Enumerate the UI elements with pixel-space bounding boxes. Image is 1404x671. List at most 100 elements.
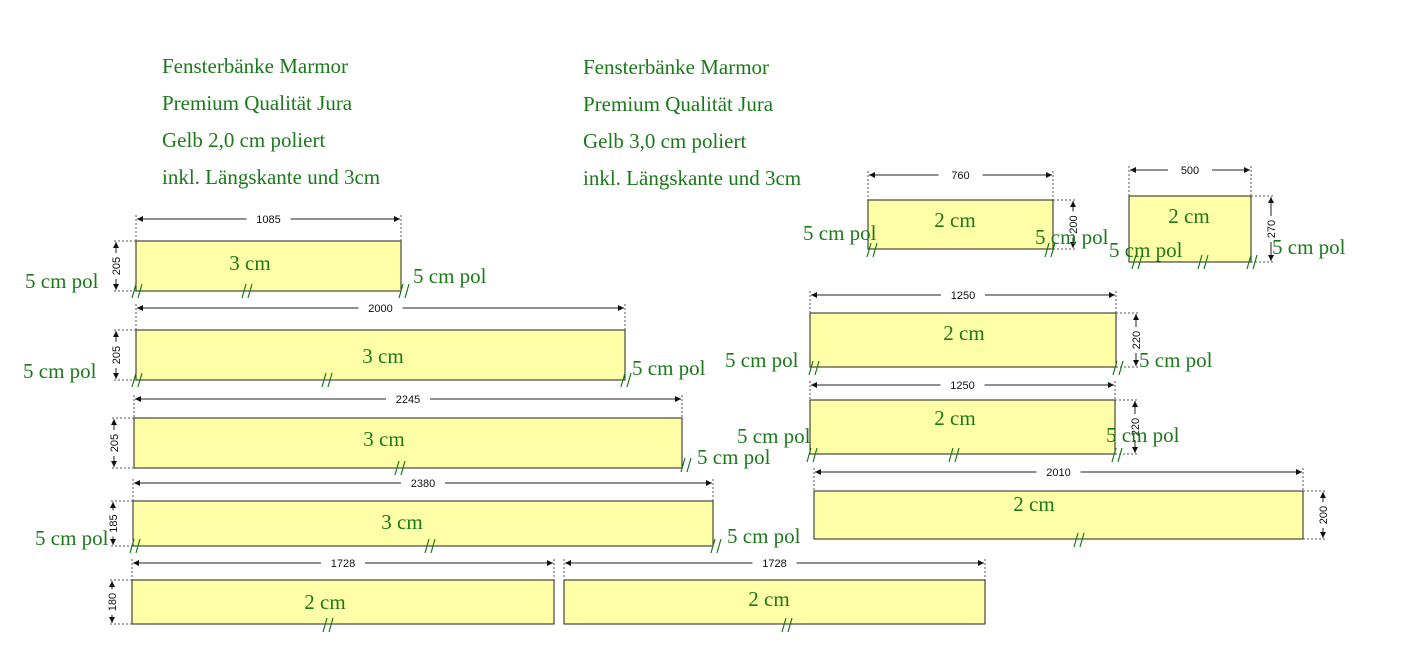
- edge-mark-p1250a-1b: [1118, 360, 1124, 376]
- right-edge-label-p2245: 5 cm pol: [697, 445, 771, 469]
- left-edge-label-p1250a: 5 cm pol: [725, 348, 799, 372]
- left-edge-label-p1250b: 5 cm pol: [737, 424, 811, 448]
- depth-label-p1250a: 220: [1131, 331, 1143, 349]
- dim-arrow-left-p1728a: [133, 560, 139, 566]
- edge-mark-p2000-2b: [626, 372, 632, 388]
- dim-arrow-left-p1728b: [565, 560, 571, 566]
- depth-label-bg-p760: [1067, 211, 1079, 238]
- depth-arrow-top-p1728a: [109, 581, 115, 587]
- edge-mark-p1085-0a: [131, 283, 137, 299]
- depth-arrow-bottom-p1728a: [109, 617, 115, 623]
- edge-mark-p1250a-0a: [808, 360, 814, 376]
- header-right-line2: Premium Qualität Jura: [583, 92, 774, 116]
- edge-mark-p2245-1a: [680, 457, 686, 473]
- edge-mark-p2380-1b: [430, 538, 436, 554]
- edge-mark-p2245-1b: [686, 457, 692, 473]
- edge-mark-p1250b-2b: [1117, 447, 1123, 463]
- depth-label-p2380: 185: [108, 514, 120, 532]
- dim-arrow-left-p1250b: [811, 382, 817, 388]
- right-edge-label-p500: 5 cm pol: [1272, 235, 1346, 259]
- right-edge-label-p2380: 5 cm pol: [727, 524, 801, 548]
- edge-mark-p2000-0b: [137, 372, 143, 388]
- edge-mark-p2380-0b: [135, 538, 141, 554]
- edge-mark-p1250b-2a: [1111, 447, 1117, 463]
- header-left-line1: Fensterbänke Marmor: [162, 54, 349, 78]
- edge-mark-p1250a-0b: [814, 360, 820, 376]
- dim-arrow-right-p1250b: [1108, 382, 1114, 388]
- header-right-line1: Fensterbänke Marmor: [583, 55, 770, 79]
- right-edge-label-p1250a: 5 cm pol: [1139, 348, 1213, 372]
- plate-p1250a: [809, 312, 1117, 368]
- thickness-label-p1085: 3 cm: [229, 251, 270, 275]
- depth-label-bg-p1085: [110, 253, 122, 279]
- thickness-label-p2010: 2 cm: [1013, 492, 1054, 516]
- edge-mark-p2000-0a: [131, 372, 137, 388]
- edge-mark-p2380-1a: [424, 538, 430, 554]
- depth-label-p500: 270: [1266, 220, 1278, 238]
- depth-label-bg-p1728a: [106, 589, 118, 615]
- edge-mark-p1085-2b: [404, 283, 410, 299]
- dim-arrow-right-p2010: [1296, 469, 1302, 475]
- depth-arrow-top-p1085: [113, 242, 119, 248]
- plate-p500: [1128, 195, 1252, 263]
- edge-mark-p1728a-0b: [328, 617, 334, 633]
- length-label-p2000: 2000: [368, 303, 392, 315]
- plate-p1728a: [131, 579, 555, 625]
- dim-arrow-left-p2000: [137, 305, 143, 311]
- dim-arrow-right-p760: [1046, 172, 1052, 178]
- edge-mark-p760-1a: [1044, 242, 1050, 258]
- depth-label-bg-p2010: [1317, 502, 1329, 528]
- header-right-line3: Gelb 3,0 cm poliert: [583, 129, 747, 153]
- dim-arrow-right-p2380: [706, 480, 712, 486]
- left-edge-label-p2000: 5 cm pol: [23, 359, 97, 383]
- header-right: Fensterbänke Marmor Premium Qualität Jur…: [583, 49, 801, 197]
- edge-mark-p500-0a: [1131, 254, 1137, 270]
- depth-arrow-bottom-p2000: [113, 373, 119, 379]
- length-label-p1250a: 1250: [951, 290, 975, 302]
- left-edge-label-p760: 5 cm pol: [803, 221, 877, 245]
- depth-arrow-top-p1250a: [1133, 314, 1139, 320]
- thickness-label-p1250b: 2 cm: [934, 406, 975, 430]
- edge-mark-p2380-2b: [716, 538, 722, 554]
- thickness-label-p2380: 3 cm: [381, 510, 422, 534]
- edge-mark-p1728a-0a: [322, 617, 328, 633]
- depth-arrow-top-p1250b: [1132, 401, 1138, 407]
- depth-arrow-top-p2245: [111, 419, 117, 425]
- dim-arrow-right-p2000: [618, 305, 624, 311]
- dim-arrow-left-p1085: [137, 216, 143, 222]
- depth-arrow-bottom-p2380: [110, 539, 116, 545]
- edge-mark-p760-1b: [1050, 242, 1056, 258]
- edge-mark-p1728b-0a: [781, 617, 787, 633]
- depth-label-p1250b: 220: [1130, 418, 1142, 436]
- depth-arrow-bottom-p1250b: [1132, 447, 1138, 453]
- thickness-label-p2000: 3 cm: [362, 344, 403, 368]
- depth-label-bg-p2000: [110, 342, 122, 368]
- dim-arrow-left-p2380: [134, 480, 140, 486]
- depth-arrow-top-p2010: [1320, 492, 1326, 498]
- depth-label-bg-p1250b: [1129, 414, 1141, 440]
- header-left-line3: Gelb 2,0 cm poliert: [162, 128, 326, 152]
- edge-mark-p500-2b: [1252, 254, 1258, 270]
- length-label-p1085: 1085: [256, 214, 280, 226]
- header-left-line4: inkl. Längskante und 3cm: [162, 165, 381, 189]
- depth-label-p2245: 205: [109, 434, 121, 452]
- left-edge-label-p500: 5 cm pol: [1109, 238, 1183, 262]
- left-edge-label-p2380: 5 cm pol: [35, 526, 109, 550]
- plate-p1728b: [563, 579, 986, 625]
- depth-arrow-bottom-p760: [1070, 242, 1076, 248]
- dim-arrow-left-p760: [869, 172, 875, 178]
- dim-arrow-right-p500: [1244, 167, 1250, 173]
- dim-arrow-right-p1085: [394, 216, 400, 222]
- depth-arrow-bottom-p500: [1268, 255, 1274, 261]
- dim-arrow-left-p2245: [135, 396, 141, 402]
- edge-mark-p760-0a: [866, 242, 872, 258]
- depth-arrow-top-p500: [1268, 197, 1274, 203]
- length-label-p760: 760: [951, 170, 969, 182]
- thickness-label-p500: 2 cm: [1168, 204, 1209, 228]
- edge-mark-p1250b-0a: [806, 447, 812, 463]
- dim-arrow-right-p2245: [675, 396, 681, 402]
- right-edge-label-p1250b: 5 cm pol: [1106, 423, 1180, 447]
- plate-p760: [867, 199, 1054, 250]
- dim-arrow-right-p1728b: [978, 560, 984, 566]
